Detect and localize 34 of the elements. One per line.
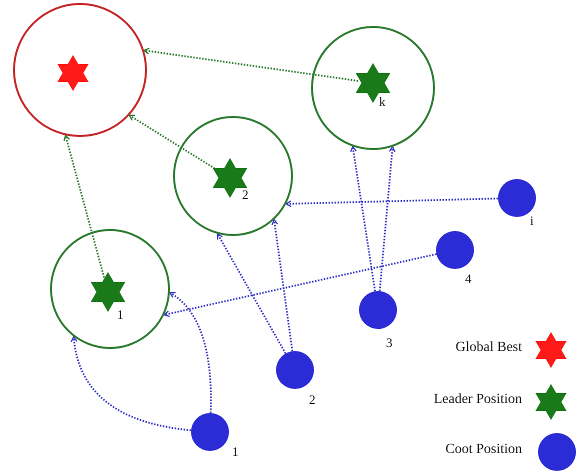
index-label: 3 xyxy=(386,336,392,349)
index-label: 1 xyxy=(117,308,124,321)
dotted-arrow xyxy=(63,134,105,278)
dotted-arrow xyxy=(271,219,294,352)
coot-dot xyxy=(436,231,474,269)
coot-dot xyxy=(498,179,536,217)
dotted-arrow xyxy=(143,48,358,82)
dotted-arrow xyxy=(164,253,437,318)
coot-dot xyxy=(359,291,397,329)
dotted-arrow xyxy=(70,336,192,432)
index-label: k xyxy=(379,95,386,108)
dotted-arrow xyxy=(378,146,396,292)
legend-label: Leader Position xyxy=(434,392,522,408)
search-region-circle xyxy=(173,116,293,236)
index-label: 2 xyxy=(242,188,248,201)
global-best-star xyxy=(55,55,91,91)
dotted-arrow xyxy=(169,292,212,414)
search-region-circle xyxy=(13,3,147,137)
search-region-circle xyxy=(311,26,435,150)
dotted-arrow xyxy=(285,198,498,208)
index-label: 1 xyxy=(232,445,238,458)
leader-star xyxy=(88,272,128,312)
index-label: 4 xyxy=(465,272,472,285)
dotted-arrow xyxy=(216,233,286,354)
dotted-arrow xyxy=(350,146,376,292)
coot-dot xyxy=(276,351,314,389)
legend-label: Global Best xyxy=(456,340,522,356)
index-label: 2 xyxy=(309,393,316,406)
legend-label: Coot Position xyxy=(445,442,522,458)
leader-star xyxy=(210,158,250,198)
dotted-arrow xyxy=(128,114,218,171)
coot-dot xyxy=(191,413,229,451)
search-region-circle xyxy=(50,229,170,349)
index-label: i xyxy=(530,214,534,227)
